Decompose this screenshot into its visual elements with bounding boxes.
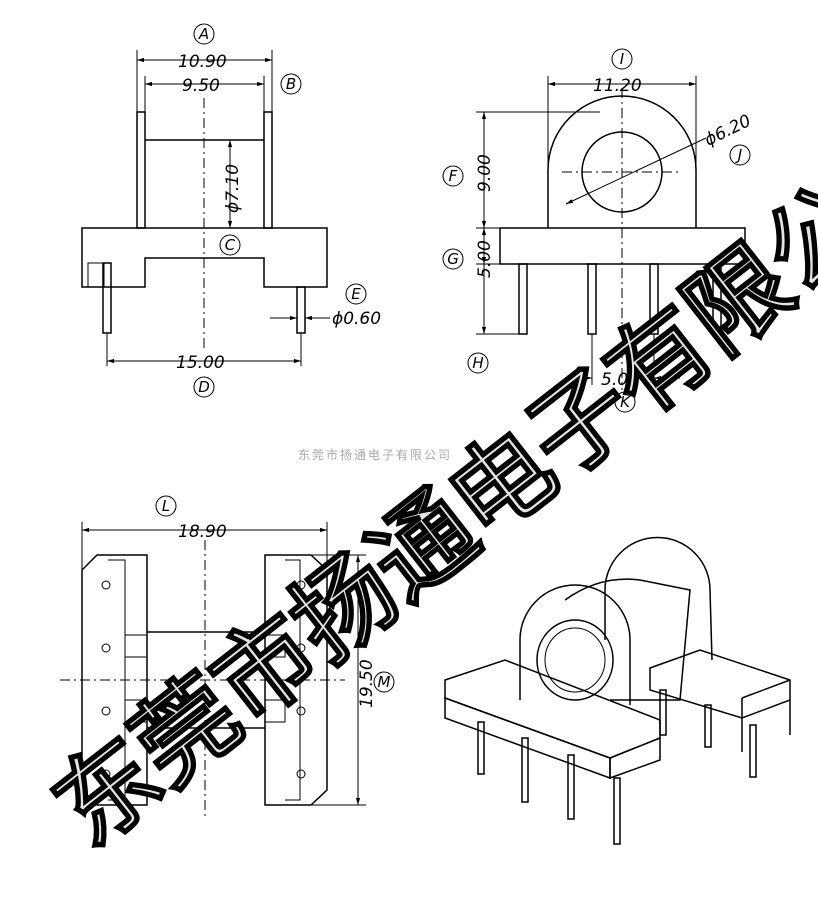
dim-j-value: ϕ6.20	[701, 111, 754, 150]
marker-d: D	[193, 376, 215, 398]
marker-m: M	[373, 671, 395, 693]
marker-l: L	[155, 495, 177, 517]
marker-f: F	[442, 165, 464, 187]
svg-text:L: L	[162, 497, 170, 515]
svg-text:M: M	[378, 673, 391, 691]
company-watermark: 东莞市扬通电子有限公司	[33, 99, 818, 868]
svg-text:D: D	[198, 378, 210, 396]
svg-text:K: K	[620, 393, 631, 411]
marker-j: J	[729, 144, 751, 166]
dim-k-value: 5.00	[601, 370, 639, 390]
dim-i-value: 11.20	[593, 76, 642, 96]
svg-text:F: F	[449, 167, 458, 185]
dim-l-value: 18.90	[178, 522, 227, 542]
svg-text:I: I	[620, 50, 625, 68]
marker-c: C	[219, 234, 241, 256]
marker-i: I	[611, 48, 633, 70]
company-caption: 东莞市扬通电子有限公司	[298, 447, 452, 462]
dim-g-value: 5.00	[475, 240, 495, 278]
marker-k: K	[614, 391, 636, 413]
side-view	[476, 76, 746, 390]
dim-a-value: 10.90	[178, 52, 227, 72]
dim-m-value: 19.50	[357, 659, 377, 708]
svg-text:A: A	[198, 25, 209, 43]
svg-text:G: G	[447, 250, 459, 268]
svg-text:E: E	[351, 285, 361, 303]
dimension-labels: 10.90 9.50 ϕ7.10 ϕ0.60 15.00 11.20 ϕ6.20…	[176, 52, 754, 708]
marker-g: G	[442, 248, 464, 270]
dim-d-value: 15.00	[176, 353, 225, 373]
dim-c-value: ϕ7.10	[223, 164, 243, 213]
marker-h: H	[467, 352, 489, 374]
marker-b: B	[280, 73, 302, 95]
circle-markers: A B C E D I J F G H K L M	[155, 23, 751, 693]
dim-f-value: 9.00	[475, 154, 495, 192]
marker-e: E	[345, 283, 367, 305]
svg-text:J: J	[735, 146, 742, 164]
marker-a: A	[193, 23, 215, 45]
dim-e-value: ϕ0.60	[332, 309, 381, 329]
front-view	[81, 50, 330, 366]
svg-text:C: C	[225, 236, 236, 254]
svg-text:B: B	[286, 75, 296, 93]
dim-b-value: 9.50	[182, 76, 220, 96]
isometric-view	[444, 536, 791, 845]
svg-text:H: H	[472, 354, 483, 372]
top-view	[60, 522, 366, 820]
